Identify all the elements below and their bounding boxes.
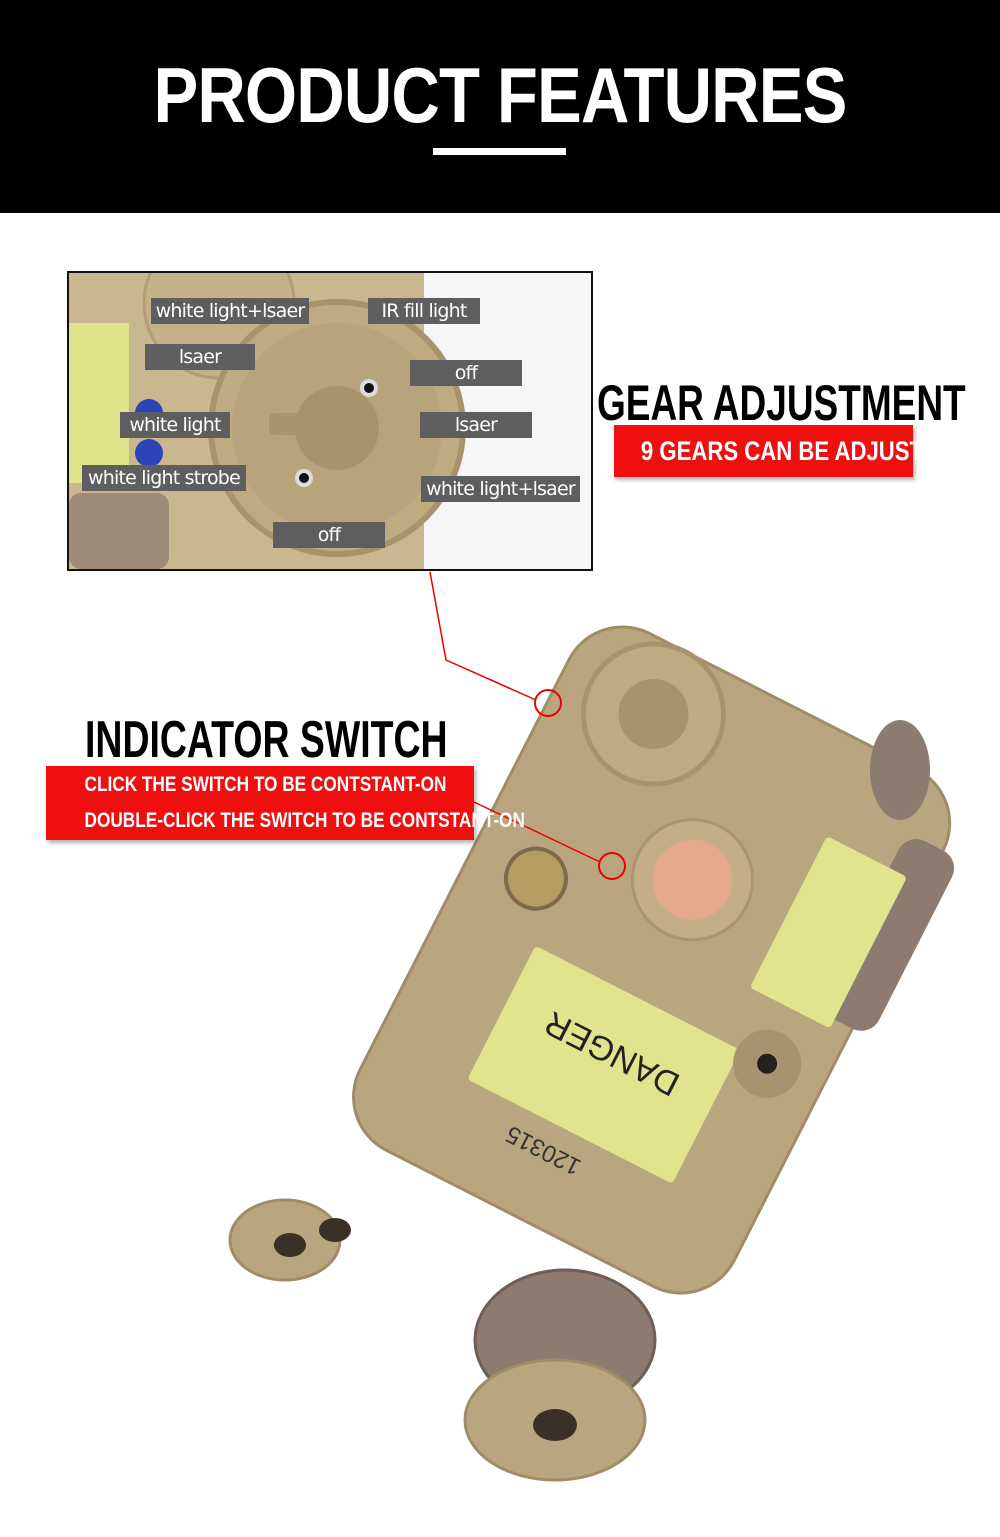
indicator-switch-badge: CLICK THE SWITCH TO BE CONTSTANT-ON DOUB… <box>46 766 525 840</box>
dial-closeup-inset: white light+lsaer IR fill light lsaer of… <box>67 271 593 571</box>
indicator-switch-title: INDICATOR SWITCH <box>85 711 448 769</box>
header-banner: PRODUCT FEATURES <box>0 0 1000 213</box>
dial-label-white-light-laser-bottom: white light+lsaer <box>421 476 580 502</box>
gear-adjustment-subtitle: 9 GEARS CAN BE ADJUSTED <box>640 436 954 466</box>
dial-label-off-bottom: off <box>273 522 385 548</box>
laser-device-image: DANGER 120315 <box>228 571 955 1482</box>
indicator-line-double-click: DOUBLE-CLICK THE SWITCH TO BE CONTSTANT-… <box>84 809 525 832</box>
gear-adjustment-badge: 9 GEARS CAN BE ADJUSTED <box>614 425 954 477</box>
dial-label-off-right: off <box>410 360 522 386</box>
indicator-line-click: CLICK THE SWITCH TO BE CONTSTANT-ON <box>84 773 447 796</box>
gear-adjustment-title: GEAR ADJUSTMENT <box>597 375 966 431</box>
indicator-callout-circle <box>598 852 626 880</box>
indicator-callout-line <box>473 801 601 863</box>
gear-callout-circle <box>534 689 562 717</box>
dial-label-white-light: white light <box>120 412 230 438</box>
title-underline <box>433 148 566 155</box>
dial-label-laser-right: lsaer <box>420 412 532 438</box>
gear-callout-line <box>429 571 537 701</box>
dial-label-white-light-strobe: white light strobe <box>82 465 246 491</box>
dial-label-ir-fill-light: IR fill light <box>368 298 480 324</box>
dial-label-white-light-laser-top: white light+lsaer <box>151 298 309 324</box>
page-title: PRODUCT FEATURES <box>153 51 847 139</box>
dial-label-laser-left: lsaer <box>145 344 255 370</box>
